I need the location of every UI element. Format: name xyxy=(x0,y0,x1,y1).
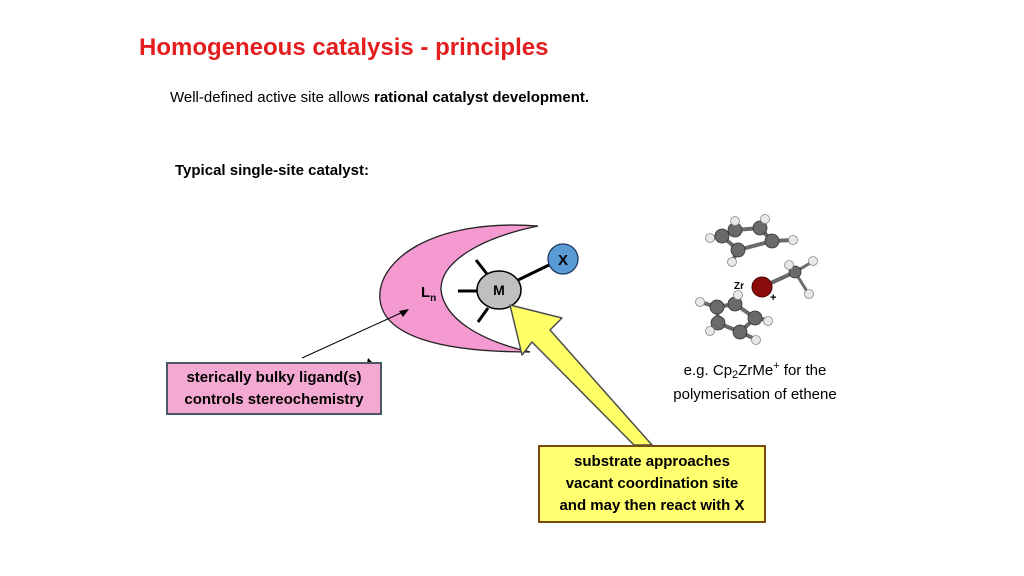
zirconocene-model: Zr + xyxy=(695,214,818,345)
metal-label: M xyxy=(493,282,505,298)
bond-upper xyxy=(474,259,489,275)
section-heading: Typical single-site catalyst: xyxy=(175,162,369,179)
slide-title: Homogeneous catalysis - principles xyxy=(139,34,549,61)
slide-subtitle: Well-defined active site allows rational… xyxy=(170,89,589,106)
example-caption-line-1: e.g. Cp2ZrMe+ for the xyxy=(683,360,827,381)
ligand-subscript: n xyxy=(430,293,436,304)
caption-subscript: 2 xyxy=(732,369,739,381)
substrate-callout-line-3: and may then react with X xyxy=(559,497,745,514)
zr-label: Zr xyxy=(734,281,744,292)
x-label: X xyxy=(558,252,568,269)
bond-lower xyxy=(476,307,490,323)
substrate-arrow xyxy=(509,304,653,446)
x-group xyxy=(547,243,579,275)
bond-to-x xyxy=(515,263,550,283)
substrate-callout-line-1: substrate approaches xyxy=(574,453,730,470)
substrate-callout-box: substrate approaches vacant coordination… xyxy=(538,445,766,523)
example-caption-line-2: polymerisation of ethene xyxy=(673,386,837,403)
substrate-callout-line-2: vacant coordination site xyxy=(565,475,739,492)
ligand-pointer-head xyxy=(399,309,409,317)
caption-superscript: + xyxy=(773,360,780,372)
zr-charge-label: + xyxy=(770,292,776,304)
subtitle-bold-text: rational catalyst development. xyxy=(373,89,590,106)
subtitle-plain-text: Well-defined active site allows xyxy=(170,89,374,106)
ligand-callout-line-2: controls stereochemistry xyxy=(184,391,364,408)
ligand-pointer-line xyxy=(301,311,404,359)
ligand-callout-line-1: sterically bulky ligand(s) xyxy=(186,369,362,386)
example-caption: e.g. Cp2ZrMe+ for the polymerisation of … xyxy=(650,359,860,407)
ligand-pointer-tail-mark xyxy=(367,358,373,363)
ligand-label: Ln xyxy=(421,284,436,304)
ligand-callout-box: sterically bulky ligand(s) controls ster… xyxy=(166,362,382,415)
ligand-crescent xyxy=(379,224,539,353)
metal-center xyxy=(476,270,522,310)
